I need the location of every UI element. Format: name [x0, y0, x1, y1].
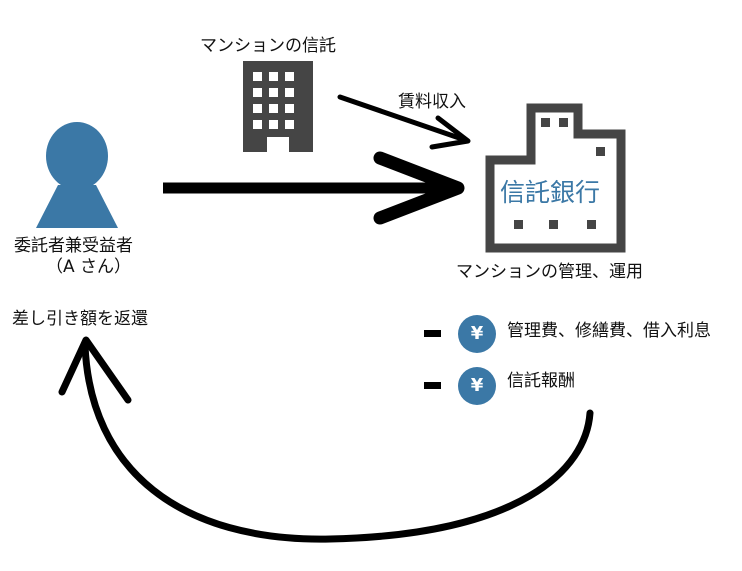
person-icon [36, 122, 118, 228]
rent-income-label: 賃料収入 [398, 92, 466, 112]
yen-icon: ¥ [458, 315, 496, 353]
building-label: マンションの信託 [200, 36, 336, 56]
minus-sign [424, 330, 441, 337]
bank-building-icon [485, 103, 626, 253]
bank-operation-label: マンションの管理、運用 [456, 262, 643, 282]
person-name-label: （A さん） [46, 257, 132, 277]
person-head [46, 122, 108, 190]
yen-icon: ¥ [458, 367, 496, 405]
person-role-label: 委託者兼受益者 [14, 236, 133, 256]
bank-name: 信託銀行 [500, 178, 601, 207]
building-icon [243, 61, 313, 152]
minus-sign [424, 382, 441, 389]
return-balance-label: 差し引き額を返還 [12, 309, 148, 329]
costs-label: 管理費、修繕費、借入利息 [507, 321, 711, 341]
person-body [36, 185, 118, 228]
trust-arrow [163, 151, 465, 225]
rent-income-arrow [337, 94, 471, 150]
trust-fee-label: 信託報酬 [507, 371, 575, 391]
return-arrow [58, 336, 594, 543]
bank-outline [485, 103, 626, 253]
